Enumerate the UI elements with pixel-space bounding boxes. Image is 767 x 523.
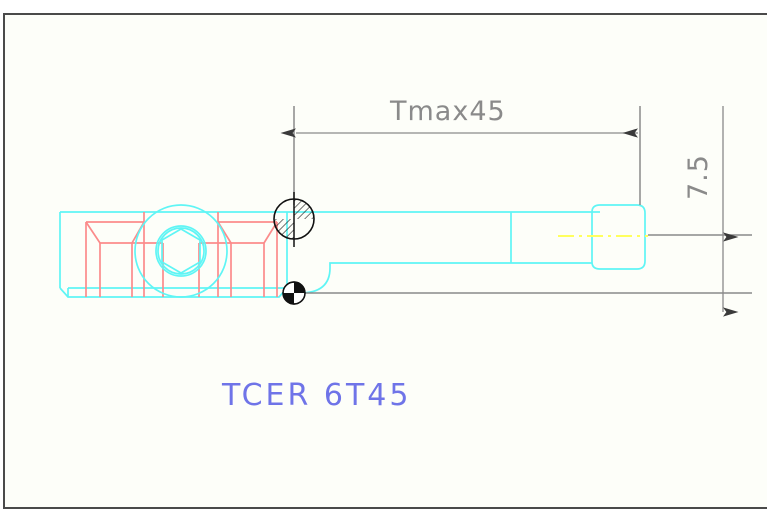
vertical-dimension-group: 7.5	[296, 106, 752, 317]
shank-tip-head	[591, 204, 646, 270]
shank-bottom-edge	[287, 262, 592, 294]
datum-quadrant-lower-left	[283, 293, 294, 304]
datum-circle-outline	[282, 281, 306, 305]
bore-inner-circle	[155, 225, 207, 277]
internal-pocket-detail	[85, 212, 278, 297]
hex-socket	[161, 228, 201, 274]
drawing-frame-border	[3, 13, 767, 509]
body-bottom-edge	[59, 212, 288, 298]
central-bore-assembly	[134, 204, 228, 298]
left-pocket-taper-left	[85, 221, 101, 244]
hdim-label: Tmax45	[389, 96, 506, 127]
hatch-quadrant-lower-left	[274, 219, 294, 239]
bore-inner-circle-2	[157, 227, 205, 275]
hatched-quadrant-marker	[273, 192, 315, 247]
bore-outer-circle	[134, 204, 228, 298]
tool-holder-outline	[59, 211, 294, 298]
horizontal-dimension-group: Tmax45	[280, 96, 641, 205]
vdim-label: 7.5	[683, 154, 714, 200]
filled-quadrant-marker	[282, 281, 306, 305]
datum-quadrant-upper-right	[294, 282, 305, 293]
part-number-label: TCER 6T45	[221, 378, 411, 413]
tool-shank-outline	[287, 204, 646, 294]
hatch-quadrant-upper-right	[294, 199, 314, 219]
